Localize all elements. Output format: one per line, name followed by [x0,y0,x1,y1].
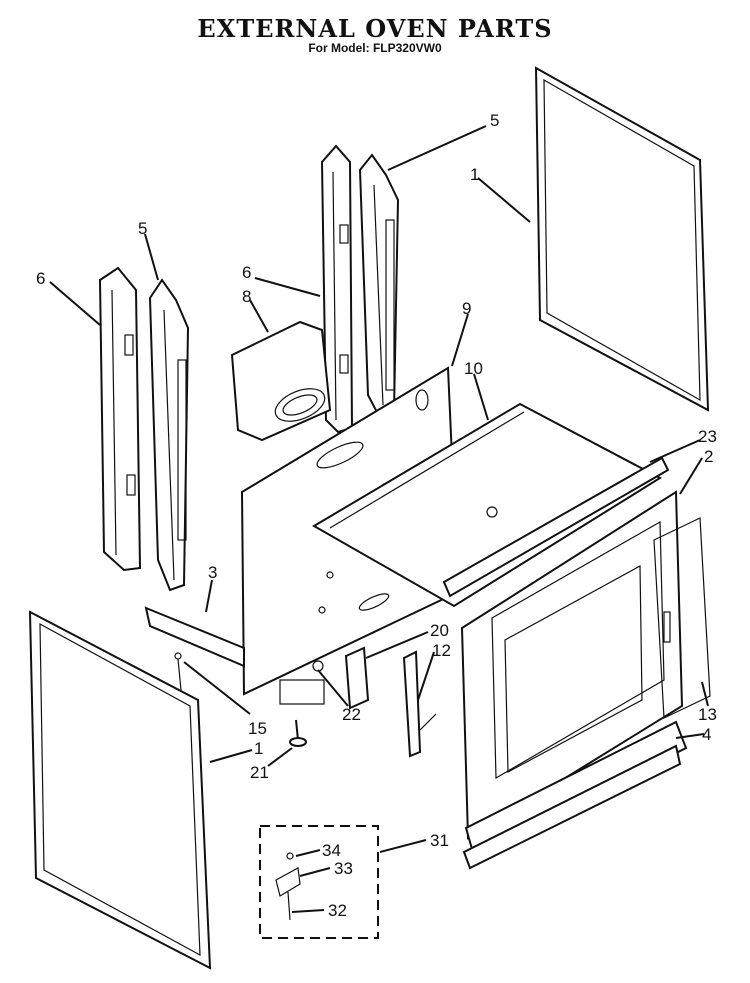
callout-5-left: 5 [138,219,147,238]
callout-32: 32 [328,901,347,920]
callout-1-top: 1 [470,165,479,184]
callout-6-right: 6 [242,263,251,282]
callout-8: 8 [242,287,251,306]
callouts: 1 5 6 8 5 6 9 10 23 2 3 20 12 22 15 1 21… [36,111,717,920]
callout-9: 9 [462,299,471,318]
callout-20: 20 [430,621,449,640]
callout-5-right: 5 [490,111,499,130]
hinge-channel-right [358,153,400,420]
lower-trim [462,720,688,870]
side-panel-left [28,610,212,970]
callout-6-left: 6 [36,269,45,288]
model-subtitle: For Model: FLP320VW0 [308,41,442,55]
callout-15: 15 [248,719,267,738]
top-panel [312,402,663,608]
leader-lines [49,125,709,913]
callout-12: 12 [432,641,451,660]
front-frame [460,490,684,840]
side-panel-right [534,66,710,412]
support [344,646,370,710]
side-rail-left [98,266,142,572]
screw [174,652,182,691]
callout-34: 34 [322,841,341,860]
callout-10: 10 [464,359,483,378]
diagram-header: EXTERNAL OVEN PARTS For Model: FLP320VW0 [0,14,750,55]
hinge-channel-left [148,278,190,592]
door-seal [653,517,711,719]
diagram-title: EXTERNAL OVEN PARTS [197,14,553,43]
callout-4: 4 [702,725,711,744]
clip [312,660,324,672]
vent-duct [230,320,332,442]
callout-22: 22 [342,705,361,724]
leveling-leg [279,679,325,747]
callout-33: 33 [334,859,353,878]
kit-box [259,825,379,939]
callout-21: 21 [250,763,269,782]
callout-31: 31 [430,831,449,850]
callout-3: 3 [208,563,217,582]
callout-2: 2 [704,447,713,466]
bottom-rail [144,606,245,668]
callout-13: 13 [698,705,717,724]
trim-strip [442,456,670,598]
callout-23: 23 [698,427,717,446]
bracket [402,650,437,758]
callout-1-bottom: 1 [254,739,263,758]
